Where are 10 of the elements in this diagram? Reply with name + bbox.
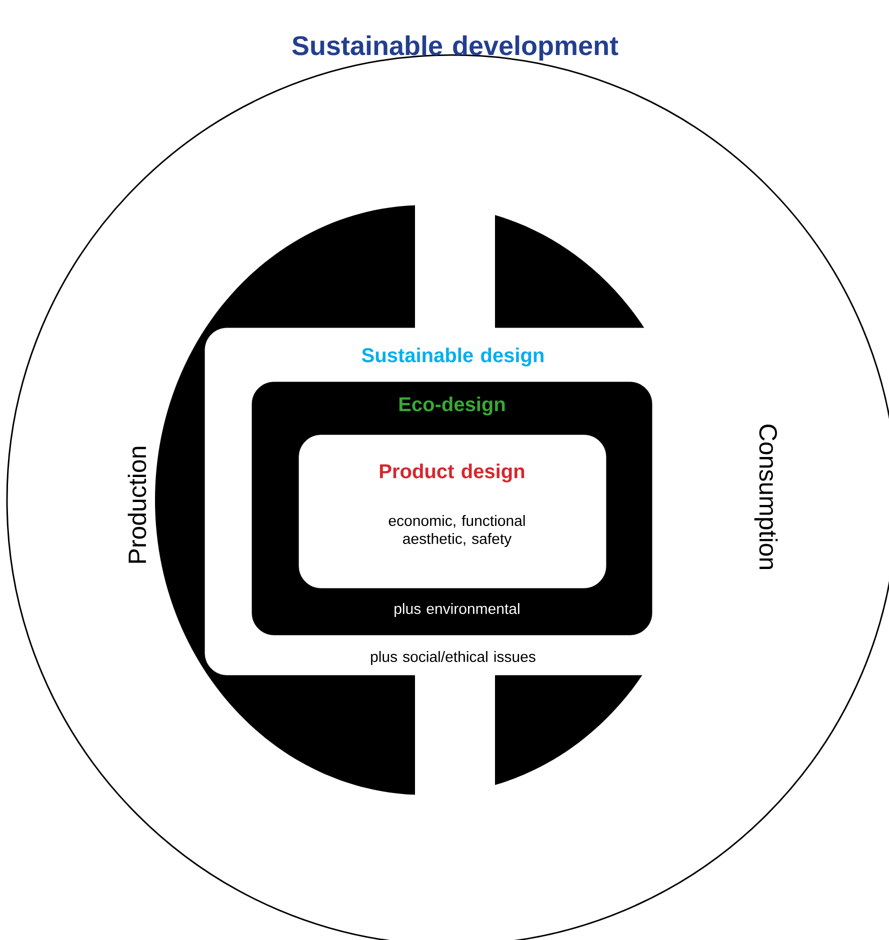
box-note: plus social/ethical issues	[371, 651, 536, 665]
box-heading: Product design	[380, 464, 524, 482]
box-note: plus environmental	[394, 603, 520, 617]
box-text: economic, functional aesthetic, safety	[388, 515, 525, 547]
box-heading: Eco-design	[399, 396, 505, 416]
side-label: Consumption	[754, 424, 778, 569]
box-heading: Sustainable design	[362, 348, 544, 366]
title: Sustainable development	[292, 35, 618, 61]
side-label: Production	[128, 446, 146, 563]
rounded-box	[298, 434, 606, 588]
